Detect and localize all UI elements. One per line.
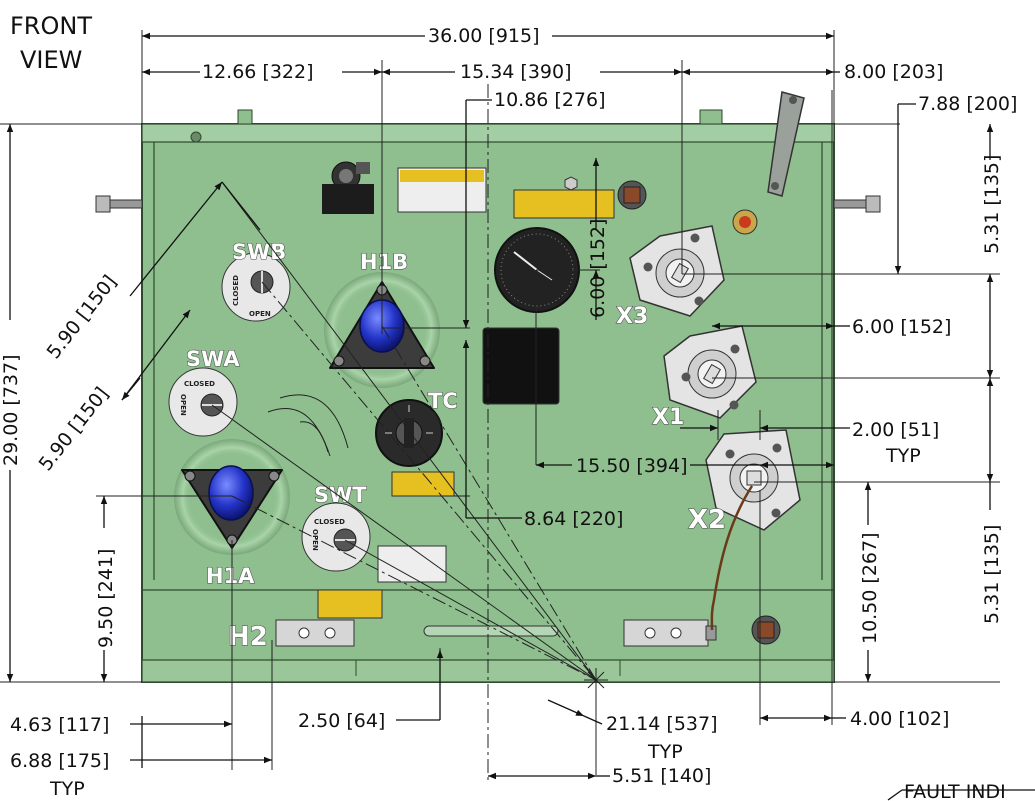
dim-h2-typ: TYP: [49, 778, 85, 800]
fault-indicator-light-icon: [732, 209, 758, 235]
fault-indicator-callout: FAULT INDI: [904, 781, 1006, 801]
dim-h1a-left: 4.63 [117]: [10, 714, 109, 736]
parking-stand: [267, 394, 349, 457]
view-title-line2: VIEW: [20, 46, 82, 74]
swt-closed-label: CLOSED: [314, 518, 345, 526]
decal-yellow-upper: [513, 189, 615, 219]
x2-ground-strap: [710, 485, 754, 631]
left-mounting-stud: [95, 195, 143, 213]
dim-x3-to-right: 8.00 [203]: [844, 61, 943, 83]
dim-x2-typ: TYP: [885, 445, 921, 467]
dim-diag-lower: 5.90 [150]: [35, 383, 114, 475]
dim-h1a-height: 9.50 [241]: [95, 549, 117, 648]
decal-yellow-lower: [317, 589, 383, 619]
decal-top: [397, 167, 487, 213]
dim-tc-height: 8.64 [220]: [524, 508, 623, 530]
label-x2: X2: [688, 505, 726, 535]
dim-overall-height: 29.00 [737]: [0, 354, 22, 466]
label-swa: SWA: [186, 347, 240, 371]
swb-open-label: OPEN: [249, 310, 271, 318]
dim-top-to-x3: 7.88 [200]: [918, 93, 1017, 115]
label-swt: SWT: [314, 483, 367, 507]
dim-left-to-h1b: 12.66 [322]: [202, 61, 314, 83]
view-title-line1: FRONT: [10, 12, 92, 40]
dim-gauge-height: 6.00 [152]: [587, 219, 609, 318]
label-x1: X1: [652, 405, 684, 430]
dim-radius-typ: TYP: [647, 741, 683, 763]
swa-open-label: OPEN: [179, 394, 187, 416]
center-lines: [141, 30, 835, 780]
drain-plug-icon: [617, 180, 647, 210]
lifting-hook-icon: [767, 91, 805, 197]
dim-x2-height: 10.50 [267]: [859, 532, 881, 644]
dim-centerline-offset: 10.86 [276]: [494, 89, 606, 111]
pressure-relief-valve-icon: [322, 161, 374, 214]
dim-h2-left: 6.88 [175]: [10, 750, 109, 772]
swa-closed-label: CLOSED: [184, 380, 215, 388]
swb-closed-label: CLOSED: [232, 275, 240, 306]
swt-open-label: OPEN: [311, 529, 319, 551]
dim-x2-offset: 2.00 [51]: [852, 419, 939, 441]
label-h1a: H1A: [206, 564, 255, 588]
bottom-slot: [423, 625, 559, 637]
reference-lines: [0, 123, 1000, 683]
label-x3: X3: [616, 304, 648, 329]
nameplate-black: [482, 327, 560, 405]
dim-gauge-offset: 15.50 [394]: [576, 455, 688, 477]
dim-bottom-offset: 2.50 [64]: [298, 710, 385, 732]
dim-diag-upper: 5.90 [150]: [43, 271, 122, 363]
x2-ground-bracket: [623, 619, 717, 647]
right-mounting-stud: [833, 195, 881, 213]
dim-x2-right: 4.00 [102]: [850, 708, 949, 730]
bottom-plug-icon: [751, 615, 781, 645]
label-swb: SWB: [232, 240, 286, 264]
h2-ground-bracket: [275, 619, 355, 647]
radius-lines: [211, 181, 608, 692]
tap-changer-dial-icon: [375, 399, 443, 467]
dim-overall-width: 36.00 [915]: [428, 25, 540, 47]
bushing-h1a: [174, 439, 290, 555]
dim-x1-offset: 6.00 [152]: [852, 316, 951, 338]
dim-x3-vertical-lower: 5.31 [135]: [981, 525, 1003, 624]
switch-swa: CLOSED OPEN: [168, 367, 238, 437]
decal-yellow-tc: [391, 471, 455, 497]
label-h2: H2: [228, 622, 268, 652]
dim-h1b-to-x3: 15.34 [390]: [460, 61, 572, 83]
dim-x3-vertical-upper: 5.31 [135]: [981, 155, 1003, 254]
dim-radius: 21.14 [537]: [606, 713, 718, 735]
label-tc: TC: [428, 389, 458, 413]
fill-plug-icon: [564, 176, 578, 191]
bushing-x3: [629, 225, 725, 317]
label-h1b: H1B: [360, 250, 408, 274]
dimension-arrows: [6, 32, 1035, 801]
dim-center-offset: 5.51 [140]: [612, 765, 711, 787]
switch-swb: OPEN CLOSED: [221, 252, 291, 322]
